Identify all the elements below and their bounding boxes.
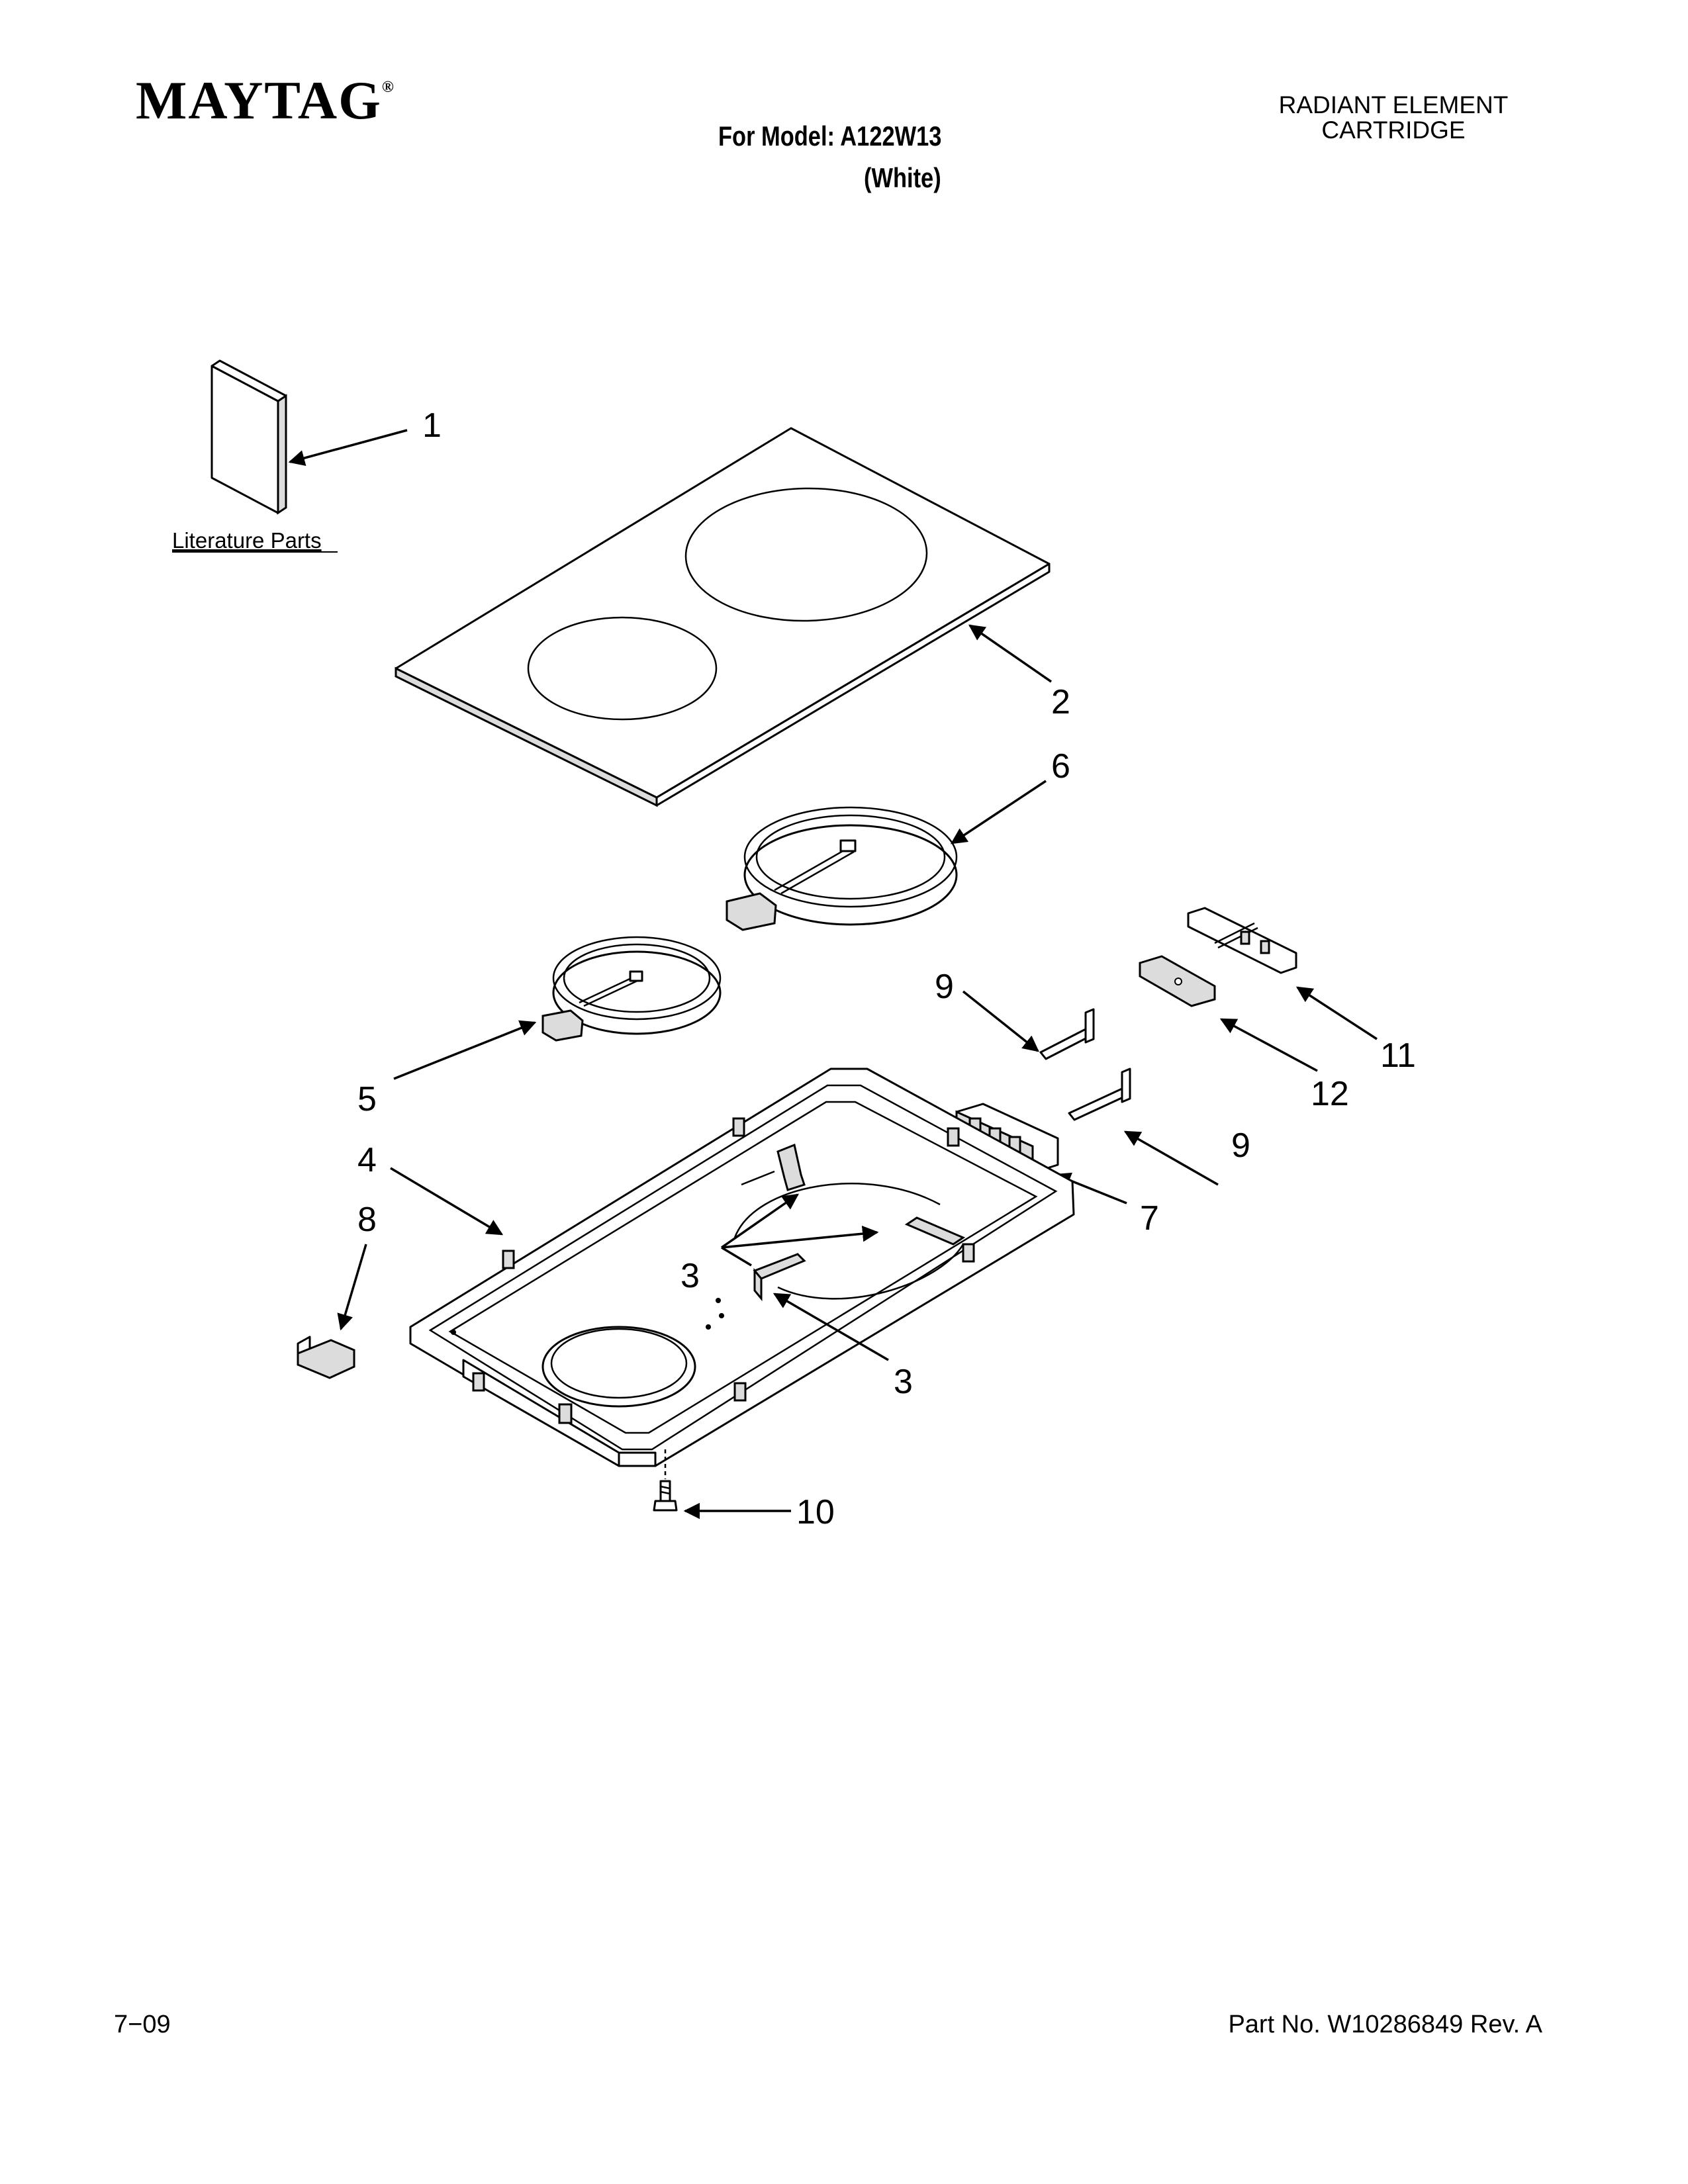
callout-6: 6 bbox=[1051, 747, 1070, 786]
callout-10: 10 bbox=[796, 1493, 835, 1531]
callout-5: 5 bbox=[357, 1080, 377, 1118]
glass-cooktop bbox=[395, 427, 1051, 807]
clip-middle bbox=[753, 1253, 806, 1302]
callout-9a: 9 bbox=[935, 968, 954, 1006]
leader-3b bbox=[721, 1225, 879, 1249]
leader-2 bbox=[968, 624, 1052, 683]
callout-2: 2 bbox=[1051, 683, 1070, 721]
callout-11: 11 bbox=[1380, 1036, 1416, 1075]
leader-4 bbox=[390, 1167, 504, 1236]
clip-upper bbox=[776, 1143, 806, 1191]
maytag-logo: MAYTAG® bbox=[136, 70, 395, 130]
base-pan bbox=[409, 1068, 1075, 1467]
clip-right bbox=[904, 1216, 966, 1246]
bracket-11 bbox=[1187, 907, 1297, 974]
literature-booklet bbox=[211, 359, 287, 515]
screw bbox=[653, 1449, 678, 1512]
leader-11 bbox=[1295, 986, 1378, 1040]
callout-9b: 9 bbox=[1231, 1126, 1250, 1165]
leader-3c bbox=[721, 1246, 752, 1267]
callout-1: 1 bbox=[422, 406, 442, 445]
model-number: For Model: A122W13 bbox=[718, 120, 942, 152]
leader-8 bbox=[337, 1244, 367, 1331]
terminal-9-upper bbox=[1039, 1008, 1095, 1060]
part-number: Part No. W10286849 Rev. A bbox=[1228, 2011, 1542, 2038]
callout-3a: 3 bbox=[680, 1257, 700, 1295]
leader-1 bbox=[288, 429, 408, 467]
plate-12 bbox=[1139, 955, 1216, 1007]
section-title-line2: CARTRIDGE bbox=[1321, 116, 1466, 144]
leader-5 bbox=[393, 1020, 537, 1080]
small-radiant-element bbox=[541, 936, 722, 1042]
revision-date: 7−09 bbox=[114, 2011, 171, 2038]
leader-3a bbox=[721, 1193, 800, 1249]
bracket-clip-8 bbox=[297, 1336, 355, 1379]
terminal-9-lower bbox=[1068, 1068, 1131, 1121]
section-title: RADIANT ELEMENT CARTRIDGE bbox=[1228, 93, 1559, 143]
section-title-line1: RADIANT ELEMENT bbox=[1278, 91, 1509, 118]
leader-3d bbox=[773, 1293, 889, 1361]
callout-4: 4 bbox=[357, 1141, 377, 1179]
leader-12 bbox=[1219, 1018, 1318, 1072]
callout-7: 7 bbox=[1140, 1199, 1159, 1238]
model-color: (White) bbox=[864, 162, 941, 193]
large-radiant-element bbox=[726, 806, 958, 931]
callout-12: 12 bbox=[1311, 1075, 1349, 1113]
leader-6 bbox=[950, 780, 1047, 844]
leader-9b bbox=[1123, 1130, 1219, 1186]
callout-3b: 3 bbox=[894, 1363, 913, 1401]
literature-parts-label: Literature Parts bbox=[172, 528, 322, 553]
leader-9a bbox=[962, 990, 1039, 1052]
callout-8: 8 bbox=[357, 1201, 377, 1239]
